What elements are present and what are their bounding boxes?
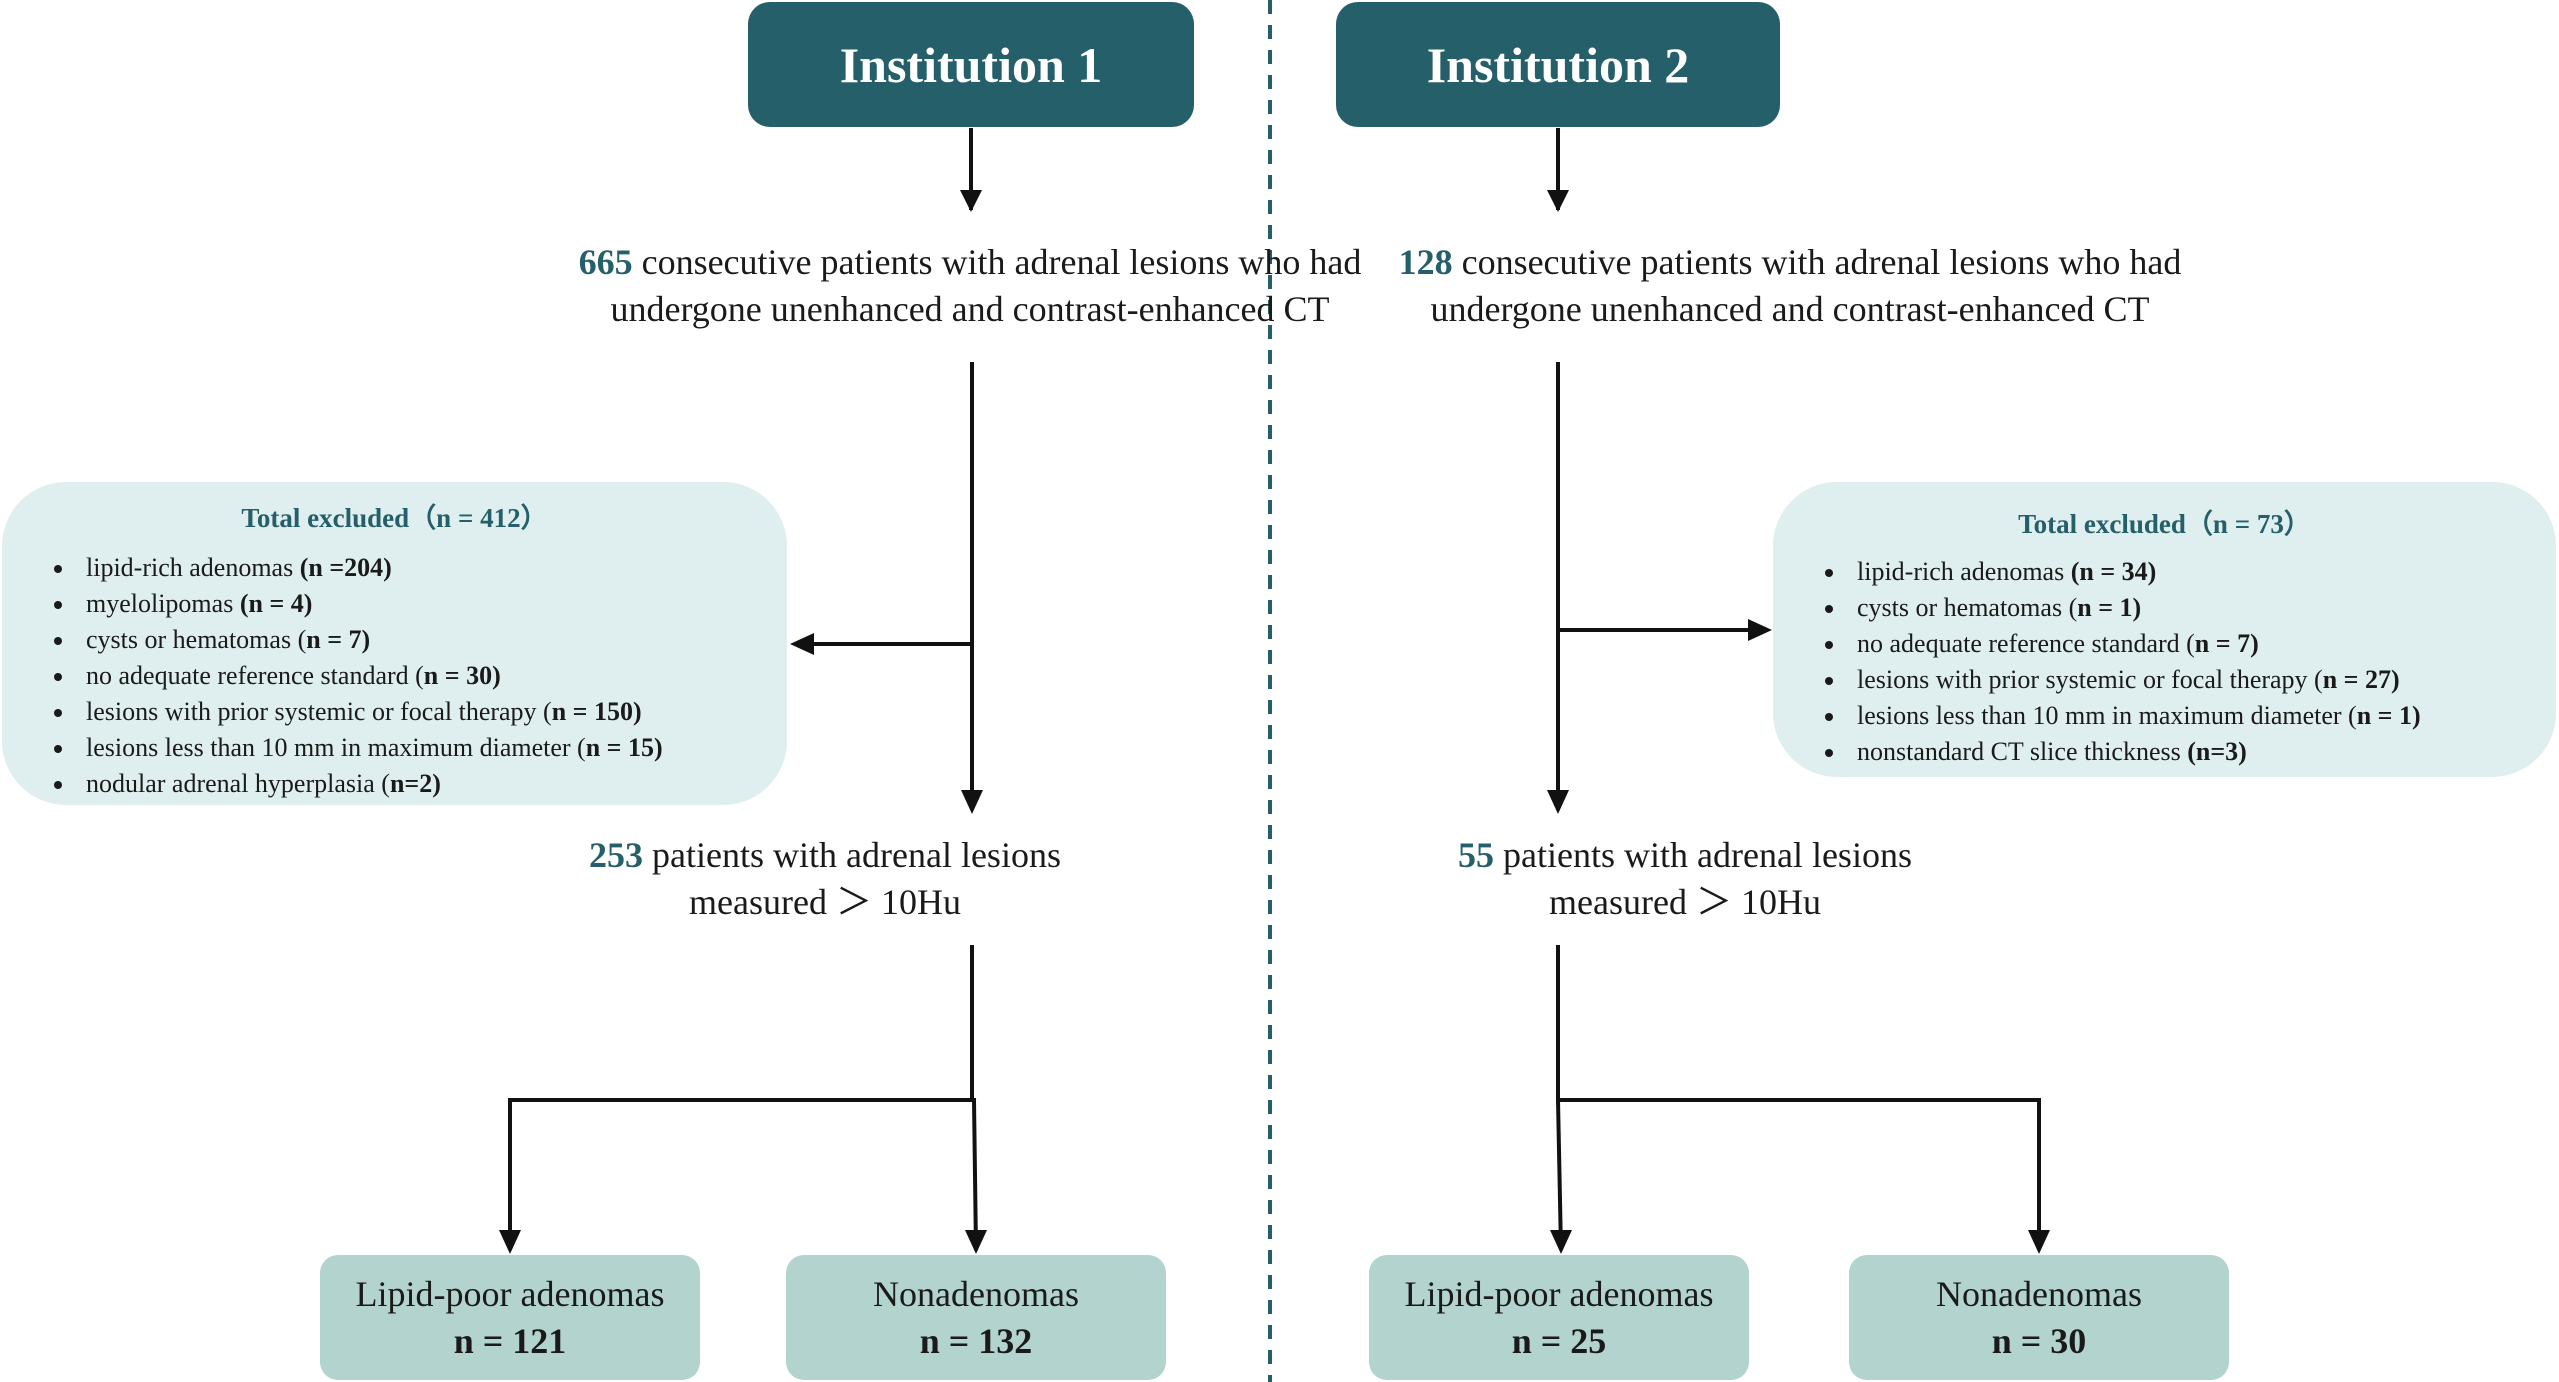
excluded-item: lipid-rich adenomas (n =204) bbox=[42, 550, 663, 586]
institution-2-excluded-title: Total excluded（n = 73） bbox=[2018, 509, 2311, 539]
institution-2-initial-count: 128 bbox=[1398, 242, 1453, 282]
excluded-item: lesions less than 10 mm in maximum diame… bbox=[1813, 698, 2421, 734]
institution-2-measured-count: 55 bbox=[1458, 835, 1495, 875]
outcome-count: n = 121 bbox=[453, 1321, 567, 1361]
institution-1-measured-count: 253 bbox=[589, 835, 644, 875]
excluded-item: no adequate reference standard (n = 7) bbox=[1813, 626, 2421, 662]
institution-2-initial-line1: consecutive patients with adrenal lesion… bbox=[1461, 242, 2182, 282]
outcome-label: Nonadenomas bbox=[873, 1274, 1079, 1314]
institution-1-excluded-title: Total excluded（n = 412） bbox=[241, 503, 548, 533]
arrowhead-inst2-nonad bbox=[2028, 1230, 2050, 1254]
excluded-item: cysts or hematomas (n = 7) bbox=[42, 622, 663, 658]
institution-2-initial-line2: undergone unenhanced and contrast-enhanc… bbox=[1430, 289, 2150, 329]
excluded-item: lipid-rich adenomas (n = 34) bbox=[1813, 554, 2421, 590]
institution-1-measured-line2: measured ＞ 10Hu bbox=[689, 882, 961, 922]
outcome-label: Lipid-poor adenomas bbox=[355, 1274, 665, 1314]
institution-2-measured-line2: measured ＞ 10Hu bbox=[1549, 882, 1821, 922]
institution-2-outcome-lipid-poor: Lipid-poor adenomas n = 25 bbox=[1369, 1255, 1749, 1380]
institution-2-measured-cohort: 55 patients with adrenal lesions measure… bbox=[1360, 832, 2010, 926]
institution-2-excluded-box: Total excluded（n = 73） lipid-rich adenom… bbox=[1773, 482, 2556, 777]
institution-2-outcome-nonadenoma: Nonadenomas n = 30 bbox=[1849, 1255, 2229, 1380]
arrowhead-inst2-initial bbox=[1547, 190, 1569, 212]
excluded-item: cysts or hematomas (n = 1) bbox=[1813, 590, 2421, 626]
arrowhead-inst2-measured bbox=[1547, 790, 1569, 814]
arrowhead-inst2-excluded bbox=[1748, 619, 1772, 641]
arrowhead-inst1-initial bbox=[960, 190, 982, 212]
institution-1-measured-cohort: 253 patients with adrenal lesions measur… bbox=[500, 832, 1150, 926]
line-inst2-split bbox=[1556, 1099, 1563, 1251]
arrowhead-inst1-measured bbox=[961, 790, 983, 814]
institution-1-outcome-nonadenoma: Nonadenomas n = 132 bbox=[786, 1255, 1166, 1380]
excluded-item: nodular adrenal hyperplasia (n=2) bbox=[42, 766, 663, 802]
arrowhead-inst1-excluded bbox=[790, 633, 814, 655]
institution-1-box: Institution 1 bbox=[748, 2, 1194, 127]
excluded-item: myelolipomas (n = 4) bbox=[42, 586, 663, 622]
institution-2-measured-line1: patients with adrenal lesions bbox=[1503, 835, 1912, 875]
line-inst1-split bbox=[508, 1098, 978, 1251]
outcome-label: Lipid-poor adenomas bbox=[1404, 1274, 1714, 1314]
outcome-count: n = 25 bbox=[1511, 1321, 1607, 1361]
institution-1-measured-line1: patients with adrenal lesions bbox=[652, 835, 1061, 875]
line-inst2-split-right bbox=[1558, 1098, 2041, 1250]
arrowhead-inst1-lpa bbox=[499, 1230, 521, 1254]
institution-2-title: Institution 2 bbox=[1426, 36, 1690, 93]
arrowhead-inst2-lpa bbox=[1550, 1230, 1572, 1254]
institution-2-initial-cohort: 128 consecutive patients with adrenal le… bbox=[1290, 239, 2290, 333]
outcome-label: Nonadenomas bbox=[1936, 1274, 2142, 1314]
institution-1-initial-line2: undergone unenhanced and contrast-enhanc… bbox=[610, 289, 1330, 329]
excluded-item: nonstandard CT slice thickness (n=3) bbox=[1813, 734, 2421, 770]
institution-1-excluded-box: Total excluded（n = 412） lipid-rich adeno… bbox=[2, 482, 787, 805]
institution-1-title: Institution 1 bbox=[839, 36, 1103, 93]
excluded-item: no adequate reference standard (n = 30) bbox=[42, 658, 663, 694]
institution-1-initial-line1: consecutive patients with adrenal lesion… bbox=[641, 242, 1362, 282]
excluded-item: lesions less than 10 mm in maximum diame… bbox=[42, 730, 663, 766]
outcome-count: n = 132 bbox=[919, 1321, 1033, 1361]
excluded-item: lesions with prior systemic or focal the… bbox=[42, 694, 663, 730]
institution-1-initial-count: 665 bbox=[578, 242, 633, 282]
institution-1-initial-cohort: 665 consecutive patients with adrenal le… bbox=[280, 239, 1660, 333]
arrowhead-inst1-nonad bbox=[965, 1230, 987, 1254]
institution-1-excluded-list: lipid-rich adenomas (n =204) myelolipoma… bbox=[42, 550, 663, 802]
institution-2-excluded-list: lipid-rich adenomas (n = 34) cysts or he… bbox=[1813, 554, 2421, 770]
institution-2-box: Institution 2 bbox=[1336, 2, 1780, 127]
outcome-count: n = 30 bbox=[1991, 1321, 2087, 1361]
excluded-item: lesions with prior systemic or focal the… bbox=[1813, 662, 2421, 698]
institution-1-outcome-lipid-poor: Lipid-poor adenomas n = 121 bbox=[320, 1255, 700, 1380]
